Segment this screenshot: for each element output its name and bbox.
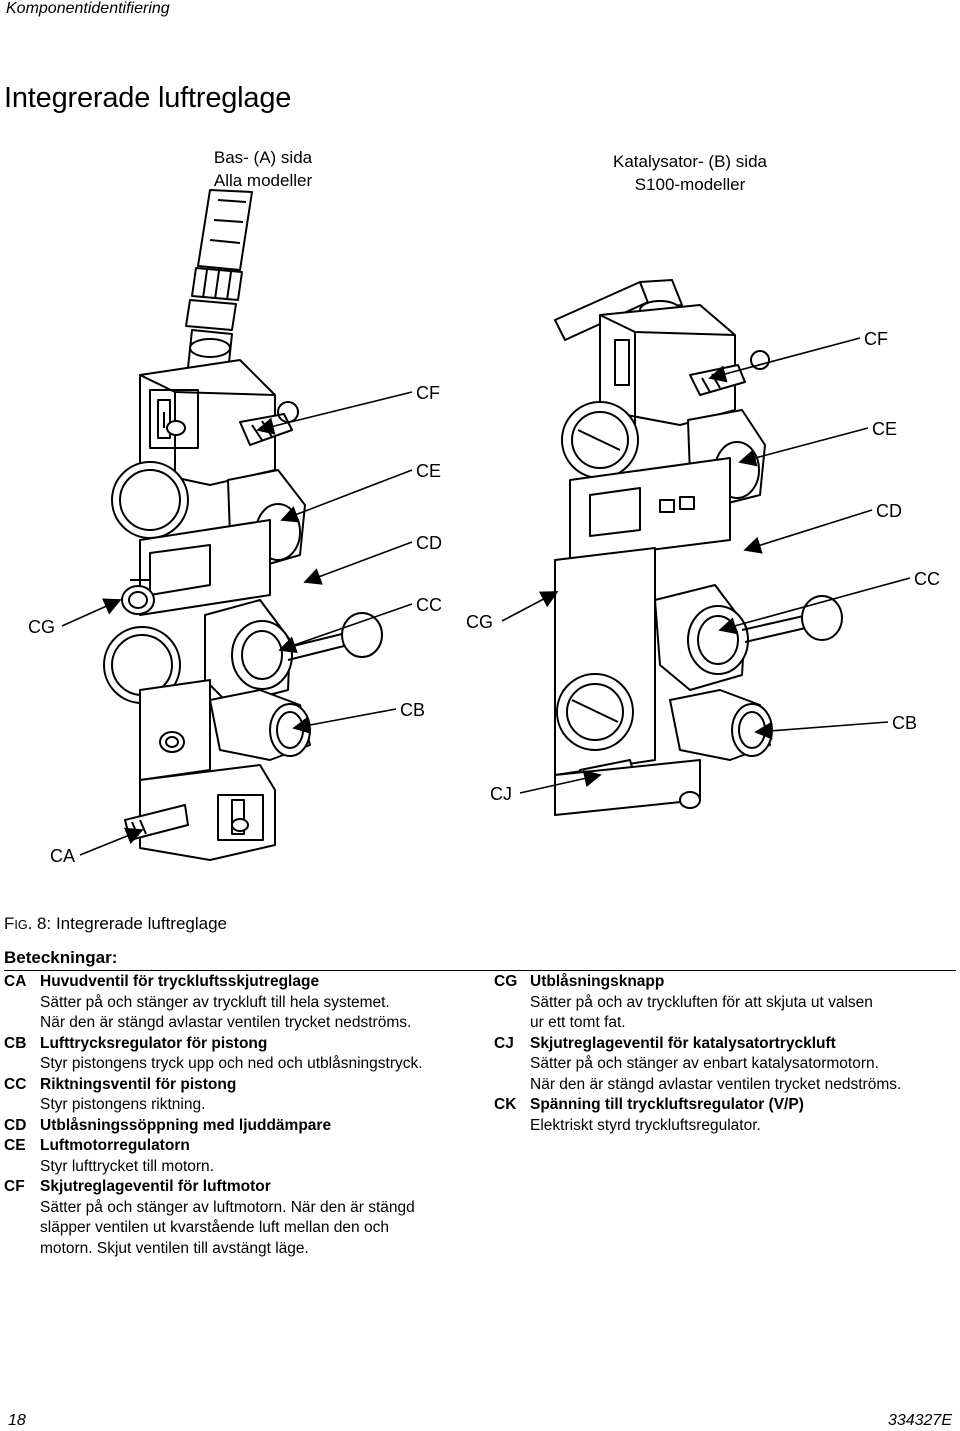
view-label-catalyst-line2: S100-modeller: [634, 175, 746, 194]
legend-code: CF: [4, 1178, 25, 1195]
callout-right-cb: CB: [892, 713, 917, 733]
legend-code: CD: [4, 1116, 27, 1134]
callout-left-cb: CB: [400, 700, 425, 720]
legend-divider: [4, 970, 956, 971]
callout-left-cd: CD: [416, 533, 442, 553]
figure-caption-ig: IG: [14, 918, 28, 932]
legend-description: Styr lufttrycket till motorn.: [40, 1157, 214, 1175]
legend-title: Beteckningar:: [4, 948, 118, 967]
legend-name: Spänning till tryckluftsregulator (V/P): [530, 1096, 804, 1113]
callout-right-cf: CF: [864, 329, 888, 349]
legend-column-left: CA Huvudventil för tryckluftsskjutreglage…: [4, 972, 474, 1259]
callout-left-cf: CF: [416, 383, 440, 403]
legend-code: CK: [494, 1096, 517, 1113]
legend-name: Huvudventil för tryckluftsskjutreglage: [40, 973, 320, 990]
callout-right-cg: CG: [466, 612, 493, 632]
legend-code: CG: [494, 973, 518, 990]
base-side-assembly: [103, 189, 383, 861]
callout-right-cd: CD: [876, 501, 902, 521]
legend-description: När den är stängd avlastar ventilen tryc…: [40, 1014, 412, 1031]
legend-description: motorn. Skjut ventilen till avstängt läg…: [40, 1239, 309, 1257]
legend-name: Skjutreglageventil för katalysatortryckl…: [530, 1034, 836, 1052]
legend-description: Sätter på och av tryckluften för att skj…: [530, 993, 873, 1011]
legend-description: När den är stängd avlastar ventilen tryc…: [530, 1075, 902, 1093]
legend-name: Skjutreglageventil för luftmotor: [40, 1178, 271, 1195]
page-title: Integrerade luftreglage: [4, 82, 292, 114]
legend-code: CA: [4, 973, 27, 990]
legend-name: Luftmotorregulatorn: [40, 1137, 190, 1154]
figure-caption-f: F: [4, 914, 15, 933]
callout-left-ca: CA: [50, 846, 75, 866]
legend-description: Sätter på och stänger av tryckluft till …: [40, 993, 390, 1011]
document-number: 334327E: [887, 1412, 952, 1429]
legend-name: Utblåsningsknapp: [530, 973, 665, 990]
legend-code: CC: [4, 1075, 27, 1093]
legend-description: Styr pistongens tryck upp och ned och ut…: [40, 1055, 423, 1072]
callout-right-cj: CJ: [490, 784, 512, 804]
view-label-base-side: Bas- (A) sida Alla modeller: [178, 146, 348, 192]
figure-caption-text: . 8: Integrerade luftreglage: [27, 914, 228, 933]
view-label-catalyst-side: Katalysator- (B) sida S100-modeller: [580, 150, 800, 196]
legend-name: Riktningsventil för pistong: [40, 1075, 237, 1093]
legend-description: Sätter på och stänger av luftmotorn. När…: [40, 1198, 415, 1216]
view-label-base-line1: Bas- (A) sida: [213, 148, 313, 167]
callout-left-cg: CG: [28, 617, 55, 637]
callout-right-cc: CC: [914, 569, 940, 589]
legend-entry: CA Huvudventil för tryckluftsskjutreglage…: [4, 972, 474, 1034]
callout-right-ce: CE: [872, 419, 897, 439]
legend-name: Lufttrycksregulator för pistong: [40, 1034, 268, 1052]
view-label-base-line2: Alla modeller: [213, 171, 313, 190]
page-number: 18: [8, 1412, 26, 1429]
legend-entry: CJ Skjutreglageventil för katalysatortryc…: [494, 1034, 954, 1096]
view-label-catalyst-line1: Katalysator- (B) sida: [613, 152, 767, 171]
legend-description: Elektriskt styrd tryckluftsregulator.: [530, 1116, 761, 1134]
air-controls-illustration: CF CE CD CC CG CB CA CF CE CD CC CG CB C…: [28, 189, 940, 866]
callout-left-ce: CE: [416, 461, 441, 481]
legend-code: CJ: [494, 1034, 514, 1052]
legend-entry: CD Utblåsningssöppning med ljuddämpare: [4, 1116, 474, 1137]
figure-caption: FIG. 8: Integrerade luftreglage: [4, 914, 227, 934]
legend-description: släpper ventilen ut kvarstående luft mel…: [40, 1219, 389, 1236]
catalyst-side-assembly: [554, 279, 843, 816]
callout-left-cc: CC: [416, 595, 442, 615]
callout-leaders: [61, 337, 911, 856]
legend-name: Utblåsningssöppning med ljuddämpare: [40, 1116, 332, 1134]
legend-entry: CK Spänning till tryckluftsregulator (V/P…: [494, 1095, 954, 1136]
legend-code: CE: [4, 1137, 26, 1154]
legend-code: CB: [4, 1034, 27, 1052]
legend-description: Styr pistongens riktning.: [40, 1096, 206, 1113]
legend-description: ur ett tomt fat.: [530, 1014, 626, 1031]
legend-description: Sätter på och stänger av enbart katalysa…: [530, 1055, 879, 1072]
section-header: Komponentidentifiering: [6, 0, 170, 17]
